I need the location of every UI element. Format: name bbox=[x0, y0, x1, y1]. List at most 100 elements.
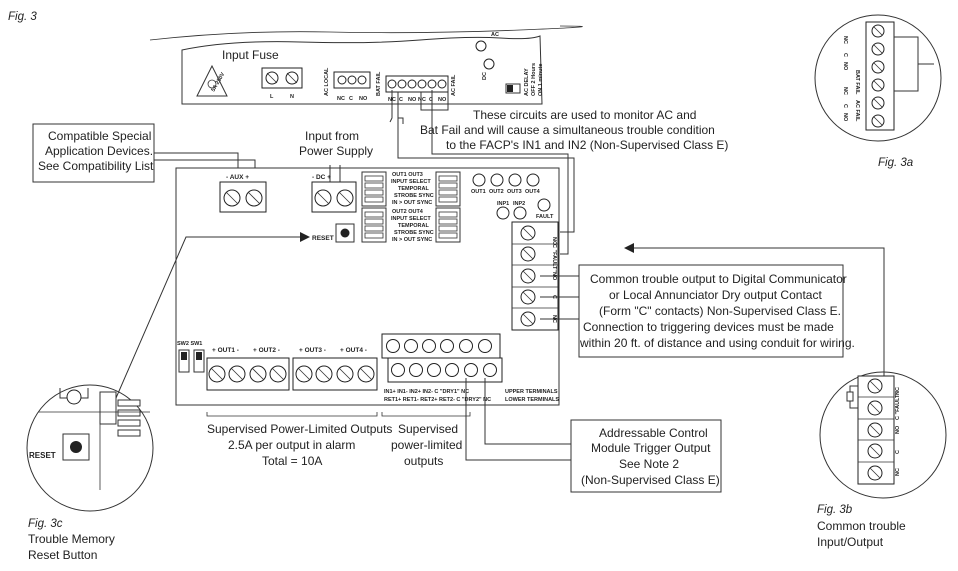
common-trouble-callout: Common trouble output to Digital Communi… bbox=[540, 264, 855, 358]
svg-text:FAULT: FAULT bbox=[536, 214, 554, 220]
svg-text:INP2: INP2 bbox=[513, 201, 525, 207]
svg-text:INPUT SELECT: INPUT SELECT bbox=[391, 179, 431, 185]
svg-text:IN > OUT SYNC: IN > OUT SYNC bbox=[392, 200, 432, 206]
fig3a-detail: BAT FAIL AC FAIL NC C NO NC C NO bbox=[814, 14, 942, 142]
svg-text:AC FAIL: AC FAIL bbox=[451, 74, 457, 96]
svg-text:C: C bbox=[429, 97, 433, 103]
svg-text:N: N bbox=[290, 94, 294, 100]
input-power-label-2: Power Supply bbox=[299, 144, 373, 158]
svg-text:C "FAULT": C "FAULT" bbox=[895, 392, 901, 420]
input-terminals: IN1+ IN1- IN2+ IN2- C "DRY1" NC RET1+ RE… bbox=[381, 333, 559, 403]
svg-text:C: C bbox=[842, 53, 848, 57]
svg-text:OUT2: OUT2 bbox=[489, 189, 504, 195]
svg-text:C: C bbox=[399, 97, 403, 103]
svg-text:OUT1 OUT3: OUT1 OUT3 bbox=[392, 172, 423, 178]
svg-text:See Compatibility List: See Compatibility List bbox=[38, 159, 154, 173]
svg-text:power-limited: power-limited bbox=[391, 438, 462, 452]
output-terminals: + OUT1 - + OUT2 - + OUT3 - + OUT4 - bbox=[206, 347, 378, 391]
supervised-outputs-label: Supervised Power-Limited Outputs 2.5A pe… bbox=[207, 422, 392, 468]
svg-text:ON 1 minute: ON 1 minute bbox=[538, 64, 544, 96]
svg-text:BAT FAIL: BAT FAIL bbox=[376, 71, 382, 96]
svg-text:BAT FAIL: BAT FAIL bbox=[854, 70, 860, 95]
top-board: 5A 250V Input Fuse L N AC LOCAL NC C NO … bbox=[149, 25, 583, 105]
fig3b-caption-2: Input/Output bbox=[817, 535, 884, 549]
input-fuse-label: Input Fuse bbox=[222, 48, 279, 62]
fig3c-label: Fig. 3c bbox=[28, 518, 63, 530]
svg-text:to the FACP's IN1 and IN2 (Non: to the FACP's IN1 and IN2 (Non-Supervise… bbox=[446, 138, 728, 152]
svg-text:C: C bbox=[349, 96, 353, 102]
svg-text:NO: NO bbox=[842, 113, 848, 122]
fig3-label: Fig. 3 bbox=[8, 11, 37, 23]
svg-text:TEMPORAL: TEMPORAL bbox=[398, 186, 430, 192]
svg-text:C: C bbox=[895, 450, 901, 454]
svg-text:within 20 ft. of distance and: within 20 ft. of distance and using cond… bbox=[579, 336, 855, 350]
aux-label: - AUX + bbox=[226, 174, 249, 181]
svg-text:INP1: INP1 bbox=[497, 201, 509, 207]
svg-text:OUT4: OUT4 bbox=[525, 189, 541, 195]
svg-text:+ OUT1 -: + OUT1 - bbox=[212, 347, 239, 354]
svg-text:AC: AC bbox=[491, 32, 499, 38]
supervised-pl-label: Supervised power-limited outputs bbox=[391, 422, 462, 468]
svg-text:NC: NC bbox=[842, 87, 848, 95]
svg-text:(Non-Supervised Class E): (Non-Supervised Class E) bbox=[581, 473, 720, 487]
svg-text:INPUT SELECT: INPUT SELECT bbox=[391, 216, 431, 222]
svg-text:See Note 2: See Note 2 bbox=[619, 457, 679, 471]
svg-text:Supervised: Supervised bbox=[398, 422, 458, 436]
fig3b-caption-1: Common trouble bbox=[817, 519, 906, 533]
svg-text:Bat Fail and will cause a simu: Bat Fail and will cause a simultaneous t… bbox=[420, 123, 715, 137]
svg-text:IN > OUT SYNC: IN > OUT SYNC bbox=[392, 237, 432, 243]
fig3c-detail: RESET bbox=[26, 384, 154, 512]
monitor-callout: These circuits are used to monitor AC an… bbox=[389, 78, 728, 255]
svg-text:+ OUT3 -: + OUT3 - bbox=[299, 347, 326, 354]
svg-text:NO: NO bbox=[438, 97, 447, 103]
svg-text:NO: NO bbox=[359, 96, 368, 102]
svg-text:Addressable Control: Addressable Control bbox=[599, 426, 708, 440]
sw-label: SW2 SW1 bbox=[177, 341, 202, 347]
fig3c-caption-1: Trouble Memory bbox=[28, 532, 115, 546]
svg-text:OUT1: OUT1 bbox=[471, 189, 486, 195]
svg-text:Connection to triggering devic: Connection to triggering devices must be… bbox=[583, 320, 834, 334]
dip-switch-out2-out4[interactable]: OUT2 OUT4 INPUT SELECT TEMPORAL STROBE S… bbox=[361, 207, 461, 243]
svg-text:These circuits are used to mon: These circuits are used to monitor AC an… bbox=[473, 108, 696, 122]
svg-text:Application Devices.: Application Devices. bbox=[45, 144, 153, 158]
svg-text:OFF 2 Hours: OFF 2 Hours bbox=[531, 63, 537, 96]
ac-local-label: AC LOCAL bbox=[324, 67, 330, 96]
svg-text:IN1+ IN1- IN2+ IN2- C "D: IN1+ IN1- IN2+ IN2- C "DRY1" NC bbox=[384, 389, 469, 395]
reset-label: RESET bbox=[312, 235, 334, 242]
dc-label: - DC + bbox=[312, 174, 331, 181]
svg-text:NC: NC bbox=[418, 97, 426, 103]
svg-text:TEMPORAL: TEMPORAL bbox=[398, 223, 430, 229]
sw2-switch[interactable] bbox=[178, 349, 190, 373]
svg-text:NC: NC bbox=[337, 96, 345, 102]
sw1-switch[interactable] bbox=[193, 349, 205, 373]
svg-text:UPPER TERMINALS: UPPER TERMINALS bbox=[505, 389, 558, 395]
fig3b-detail: NC C "FAULT" NO C NC bbox=[819, 371, 947, 499]
svg-text:NC: NC bbox=[842, 36, 848, 44]
svg-text:or Local Annunciator Dry outpu: or Local Annunciator Dry output Contact bbox=[609, 288, 822, 302]
dip-switch-out1-out3[interactable]: OUT1 OUT3 INPUT SELECT TEMPORAL STROBE S… bbox=[361, 171, 461, 207]
svg-text:Supervised Power-Limited Outpu: Supervised Power-Limited Outputs bbox=[207, 422, 392, 436]
svg-text:OUT2 OUT4: OUT2 OUT4 bbox=[392, 209, 424, 215]
fig3a-label: Fig. 3a bbox=[878, 157, 913, 169]
svg-text:(Form "C" contacts) Non-Superv: (Form "C" contacts) Non-Supervised Class… bbox=[599, 304, 841, 318]
svg-text:+ OUT2 -: + OUT2 - bbox=[253, 347, 280, 354]
fuse-icon: 5A 250V bbox=[196, 64, 228, 97]
svg-text:DC: DC bbox=[482, 72, 488, 80]
svg-text:RESET: RESET bbox=[29, 451, 56, 460]
svg-text:Common trouble output to Digit: Common trouble output to Digital Communi… bbox=[590, 272, 847, 286]
svg-text:NC: NC bbox=[895, 468, 901, 476]
svg-text:L: L bbox=[270, 94, 274, 100]
svg-text:AC DELAY: AC DELAY bbox=[524, 68, 530, 96]
svg-text:NC: NC bbox=[551, 237, 557, 245]
svg-text:Module Trigger Output: Module Trigger Output bbox=[591, 441, 711, 455]
svg-text:NO: NO bbox=[895, 425, 901, 434]
svg-text:STROBE SYNC: STROBE SYNC bbox=[394, 193, 434, 199]
svg-text:2.5A per output in alarm: 2.5A per output in alarm bbox=[228, 438, 355, 452]
svg-text:STROBE SYNC: STROBE SYNC bbox=[394, 230, 434, 236]
main-board: - AUX + - DC + RESET OUT1 OUT3 INPUT SEL… bbox=[175, 165, 560, 406]
svg-text:outputs: outputs bbox=[404, 454, 443, 468]
input-power-label: Input from bbox=[305, 129, 359, 143]
svg-text:NO: NO bbox=[842, 62, 848, 71]
svg-text:C "FAULT": C "FAULT" bbox=[551, 244, 557, 272]
